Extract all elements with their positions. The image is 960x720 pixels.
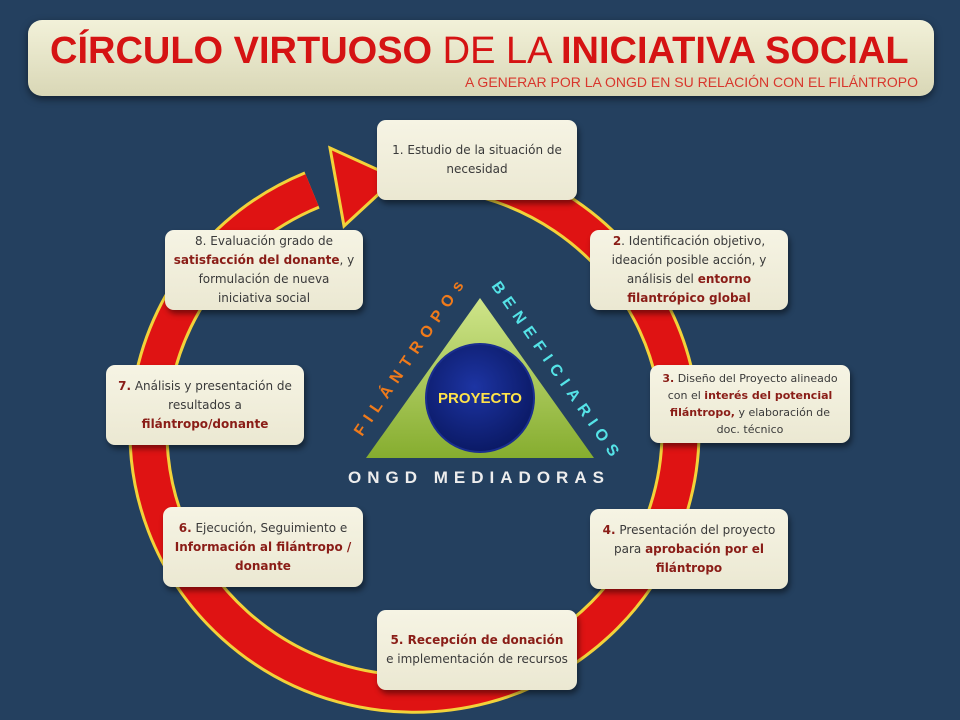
- step-text-run: y elaboración de doc. técnico: [716, 406, 831, 436]
- title-part-2: DE LA: [432, 30, 561, 72]
- step-text-run: Ejecución, Seguimiento e: [191, 520, 348, 535]
- page-title: CÍRCULO VIRTUOSO DE LA INICIATIVA SOCIAL: [50, 30, 909, 72]
- step-text: 1. Estudio de la situación de necesidad: [385, 141, 569, 179]
- step-text-run: . Identificación objetivo, ideación posi…: [611, 234, 767, 286]
- step-text-bold: 6.: [178, 520, 192, 535]
- page-subtitle: A GENERAR POR LA ONGD EN SU RELACIÓN CON…: [464, 74, 918, 90]
- proyecto-label: PROYECTO: [438, 390, 522, 407]
- step-text: 8. Evaluación grado de satisfacción del …: [173, 232, 355, 308]
- step-text-run: Análisis y presentación de resultados a: [131, 378, 292, 412]
- step-text: 4. Presentación del proyecto para aproba…: [598, 521, 780, 578]
- step-text-bold: interés del potencial filántropo,: [669, 389, 833, 419]
- step-1: 1. Estudio de la situación de necesidad: [377, 120, 577, 200]
- step-text-bold: satisfacción del donante: [173, 253, 340, 267]
- step-6: 6. Ejecución, Seguimiento e Información …: [163, 507, 363, 587]
- step-text-run: Presentación del proyecto para: [614, 522, 776, 556]
- proyecto-circle: [425, 343, 535, 453]
- title-banner: CÍRCULO VIRTUOSO DE LA INICIATIVA SOCIAL…: [28, 20, 934, 96]
- step-text-run: 8. Evaluación grado de: [195, 234, 333, 248]
- step-text-bold: 3.: [662, 372, 675, 385]
- step-text: 5. Recepción de donación e implementació…: [385, 631, 569, 669]
- title-part-1: CÍRCULO VIRTUOSO: [50, 30, 433, 72]
- step-text-run: 1. Estudio de la situación de necesidad: [392, 143, 562, 176]
- step-5: 5. Recepción de donación e implementació…: [377, 610, 577, 690]
- step-4: 4. Presentación del proyecto para aproba…: [590, 509, 788, 589]
- step-text: 6. Ejecución, Seguimiento e Información …: [171, 519, 355, 576]
- step-text-bold: 7.: [118, 378, 132, 393]
- step-text-bold: aprobación por el filántropo: [645, 541, 764, 575]
- step-text: 3. Diseño del Proyecto alineado con el i…: [658, 370, 842, 438]
- step-text-run: Diseño del Proyecto alineado con el: [667, 372, 838, 402]
- step-3: 3. Diseño del Proyecto alineado con el i…: [650, 365, 850, 443]
- step-2: 2. Identificación objetivo, ideación pos…: [590, 230, 788, 310]
- step-text-run: , y formulación de nueva iniciativa soci…: [198, 253, 355, 305]
- step-text: 7. Análisis y presentación de resultados…: [114, 377, 296, 434]
- step-text-bold: filántropo/donante: [141, 416, 269, 431]
- step-text-bold: 4.: [602, 522, 616, 537]
- title-part-3: INICIATIVA SOCIAL: [560, 30, 909, 72]
- step-7: 7. Análisis y presentación de resultados…: [106, 365, 304, 445]
- triangle-base-label: ONGD MEDIADORAS: [348, 468, 610, 487]
- step-text-bold: 5. Recepción de donación: [390, 633, 564, 647]
- step-8: 8. Evaluación grado de satisfacción del …: [165, 230, 363, 310]
- step-text-bold: Información al filántropo / donante: [174, 539, 352, 573]
- cycle-arrow-head: [328, 145, 399, 229]
- step-text: 2. Identificación objetivo, ideación pos…: [598, 232, 780, 308]
- step-text-run: e implementación de recursos: [386, 652, 568, 666]
- step-text-bold: entorno filantrópico global: [627, 272, 752, 305]
- step-text-bold: 2: [612, 234, 622, 248]
